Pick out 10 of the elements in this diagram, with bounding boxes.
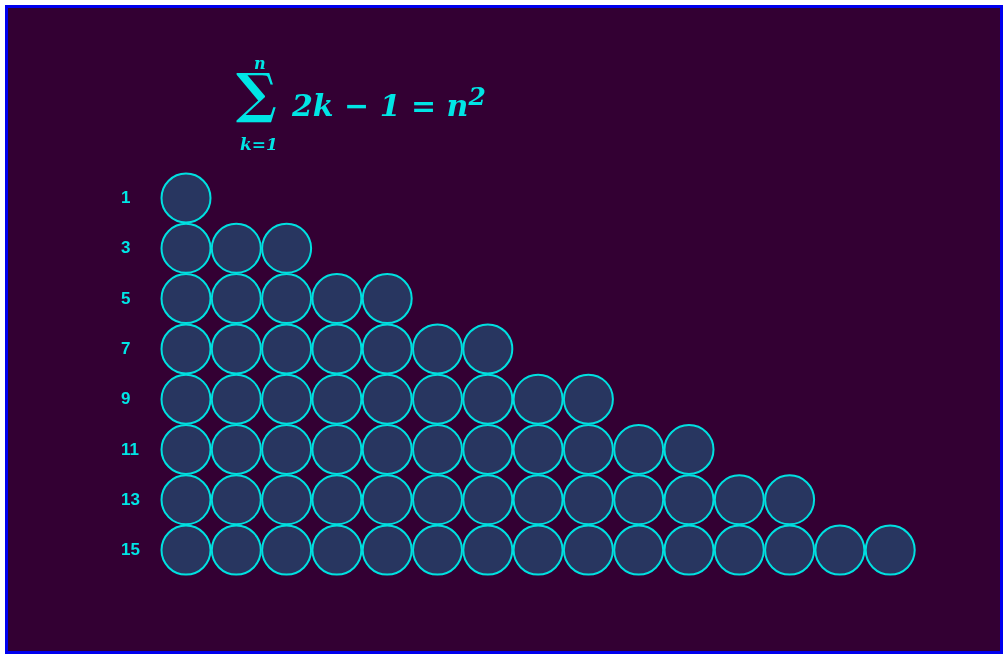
row-number: 15: [121, 541, 140, 559]
row-number: 7: [121, 339, 131, 357]
row-number: 13: [121, 490, 140, 508]
formula-text: 2k − 1 = n$^{2}$: [292, 84, 486, 121]
row-number: 3: [121, 239, 131, 257]
row-number: 11: [121, 440, 139, 458]
row-number: 9: [121, 390, 131, 408]
row-number: 5: [121, 289, 131, 307]
formula-text: k=1: [240, 136, 278, 153]
row-number: 1: [121, 189, 131, 206]
